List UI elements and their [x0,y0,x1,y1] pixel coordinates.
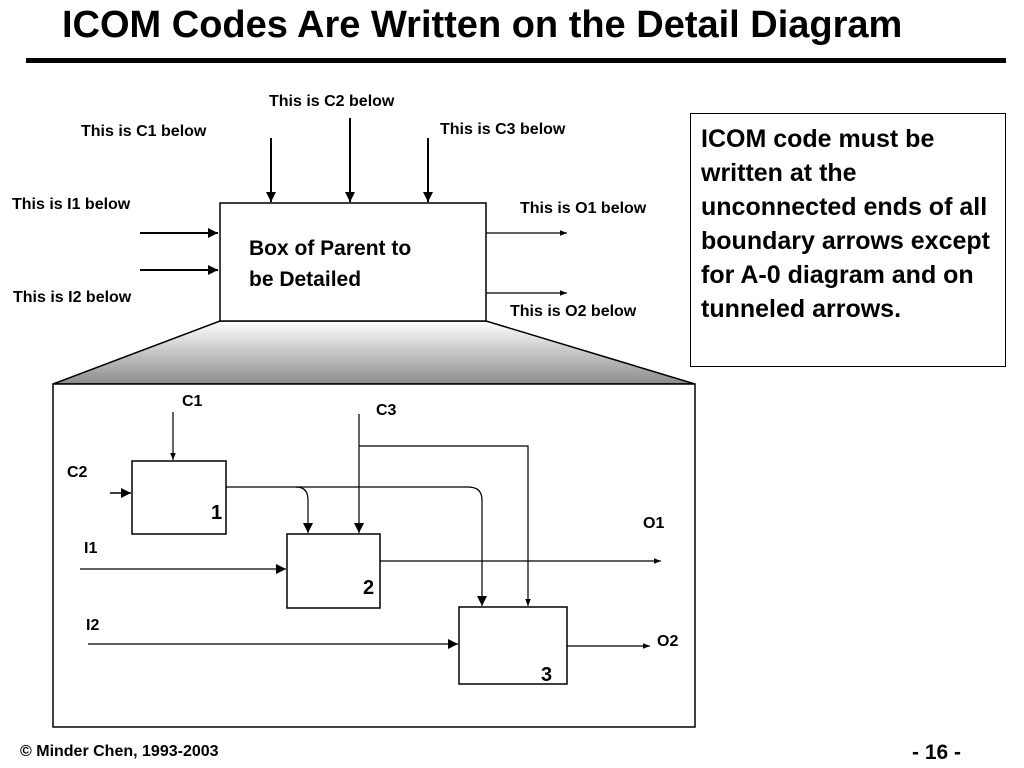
parent-i1-label: This is I1 below [12,196,131,213]
parent-c1-label: This is C1 below [81,123,207,140]
parent-c2-label: This is C2 below [269,93,395,110]
detail-box1-to-box2-arrow [295,486,313,533]
detail-c3-branch-arrow [359,445,531,606]
detail-box-1-number: 1 [211,502,223,524]
detail-box-2-number: 2 [363,577,375,599]
detail-box1-output-line [226,486,483,501]
parent-i2-label: This is I2 below [13,289,132,306]
page-number: - 16 - [912,741,962,764]
detail-box-3-number: 3 [541,664,553,686]
slide-title: ICOM Codes Are Written on the Detail Dia… [62,4,903,46]
detail-i2-label: I2 [86,617,100,634]
parent-box-label-line1: Box of Parent to [249,237,412,260]
parent-box [219,202,487,322]
parent-o1-label: This is O1 below [520,200,647,217]
detail-box-3 [458,606,568,685]
parent-box-label: Box of Parent to be Detailed [249,233,411,295]
zoom-funnel [52,320,696,385]
detail-box-1 [131,460,227,535]
detail-box-2 [286,533,381,609]
icom-note-box: ICOM code must be written at the unconne… [690,113,1006,367]
parent-o2-label: This is O2 below [510,303,637,320]
title-underline [26,58,1006,63]
detail-i1-label: I1 [84,540,98,557]
parent-box-label-line2: be Detailed [249,268,362,291]
detail-o2-label: O2 [657,633,679,650]
detail-c2-label: C2 [67,464,88,481]
detail-o1-label: O1 [643,515,665,532]
detail-c1-label: C1 [182,393,203,410]
parent-c3-label: This is C3 below [440,121,566,138]
detail-c3-label: C3 [376,402,397,419]
copyright-footer: © Minder Chen, 1993-2003 [20,743,219,760]
